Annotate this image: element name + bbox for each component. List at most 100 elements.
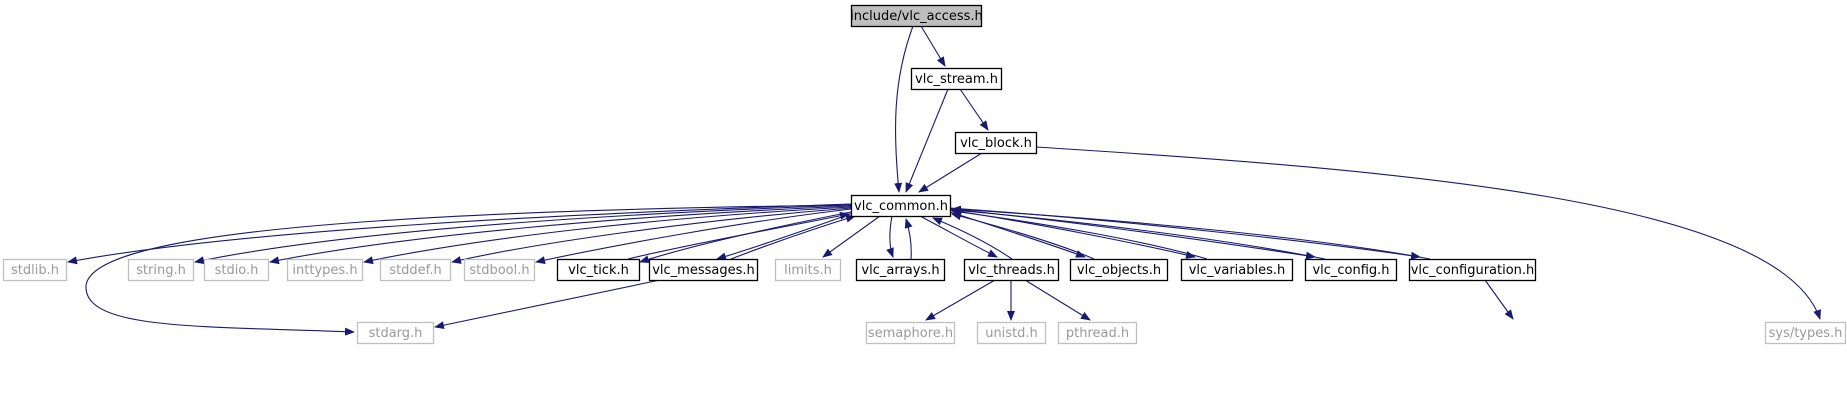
edge-vlc-common-to-vlc-threads (919, 215, 998, 258)
node-vlc-messages[interactable]: vlc_messages.h (648, 258, 759, 282)
edge-vlc-access-to-vlc-common (894, 25, 914, 193)
node-box (954, 131, 1038, 155)
node-box (865, 321, 956, 345)
node-label: inttypes.h (292, 263, 357, 278)
edge-line (363, 206, 852, 265)
edge-vlc-configuration-to-vlc-common (951, 205, 1431, 260)
edge-line (959, 88, 989, 131)
edge-line (269, 205, 852, 265)
node-vlc-common[interactable]: vlc_common.h (850, 194, 952, 218)
node-box (774, 258, 842, 282)
node-box (356, 321, 435, 345)
node-stdio: stdio.h (203, 258, 270, 282)
edge-vlc-common-to-vlc-messages (716, 212, 854, 261)
node-box (1180, 258, 1294, 282)
node-label: stddef.h (389, 263, 441, 278)
edge-line (951, 206, 1326, 260)
node-label: limits.h (784, 263, 832, 278)
edge-line (85, 204, 852, 336)
node-label: vlc_block.h (960, 136, 1032, 151)
node-label: vlc_configuration.h (1411, 263, 1535, 278)
edge-line (886, 215, 894, 258)
node-unistd: unistd.h (976, 321, 1047, 345)
edge-line (434, 279, 661, 330)
node-label: stdbool.h (469, 263, 529, 278)
edge-layer (67, 25, 1821, 336)
node-string: string.h (127, 258, 195, 282)
edge-line (894, 25, 914, 193)
edge-line (932, 217, 1013, 260)
edge-vlc-messages-to-stdarg (434, 279, 661, 330)
edge-line (951, 208, 1208, 260)
node-box (203, 258, 270, 282)
node-vlc-access[interactable]: include/vlc_access.h (850, 4, 983, 28)
edge-vlc-stream-to-vlc-block (959, 88, 989, 131)
edge-vlc-common-to-limits (822, 215, 881, 258)
node-stdbool: stdbool.h (463, 258, 536, 282)
edge-vlc-common-to-stddef (451, 207, 852, 264)
edge-vlc-tick-to-vlc-common (627, 211, 850, 260)
node-box (463, 258, 536, 282)
edge-line (194, 204, 852, 265)
node-label: vlc_threads.h (968, 263, 1055, 278)
node-box (286, 258, 364, 282)
node-vlc-configuration[interactable]: vlc_configuration.h (1408, 258, 1537, 282)
edge-vlc-threads-to-pthread (1024, 279, 1091, 321)
edge-line (951, 212, 1095, 260)
edge-vlc-block-to-sys-types (1035, 146, 1821, 320)
edge-line (822, 215, 881, 258)
node-label: stdio.h (215, 263, 259, 278)
node-label: unistd.h (985, 326, 1038, 341)
node-label: vlc_messages.h (652, 263, 755, 278)
edge-line (451, 207, 852, 264)
node-vlc-arrays[interactable]: vlc_arrays.h (855, 258, 946, 282)
node-box (1764, 321, 1847, 345)
edge-line (1024, 279, 1091, 321)
edge-line (716, 212, 854, 261)
edge-line (1484, 279, 1514, 320)
node-label: vlc_arrays.h (861, 263, 939, 278)
edge-line (919, 215, 998, 258)
edge-line (951, 205, 1431, 260)
node-label: vlc_objects.h (1077, 263, 1161, 278)
edge-vlc-messages-to-vlc-common (730, 214, 856, 260)
node-vlc-config[interactable]: vlc_config.h (1304, 258, 1398, 282)
node-label: sys/types.h (1769, 326, 1843, 341)
node-box (1057, 321, 1138, 345)
edge-line (949, 208, 1316, 260)
edge-line (1035, 146, 1821, 320)
node-vlc-threads[interactable]: vlc_threads.h (963, 258, 1060, 282)
node-stddef: stddef.h (379, 258, 452, 282)
node-label: vlc_tick.h (568, 263, 629, 278)
node-vlc-objects[interactable]: vlc_objects.h (1069, 258, 1169, 282)
node-box (127, 258, 195, 282)
edge-line (918, 152, 983, 193)
edge-line (905, 88, 949, 193)
node-vlc-variables[interactable]: vlc_variables.h (1180, 258, 1294, 282)
node-inttypes: inttypes.h (286, 258, 364, 282)
node-box (2, 258, 68, 282)
node-semaphore: semaphore.h (865, 321, 956, 345)
node-label: pthread.h (1066, 326, 1129, 341)
edge-line (925, 279, 996, 321)
node-box (648, 258, 759, 282)
edge-line (535, 208, 852, 265)
node-vlc-block[interactable]: vlc_block.h (954, 131, 1038, 155)
node-box (556, 258, 641, 282)
node-box (1069, 258, 1169, 282)
node-label: stdlib.h (11, 263, 59, 278)
edge-vlc-access-to-vlc-stream (920, 25, 946, 67)
edge-line (904, 218, 913, 260)
node-vlc-tick[interactable]: vlc_tick.h (556, 258, 641, 282)
edge-vlc-common-to-stdio (269, 205, 852, 265)
node-label: semaphore.h (868, 326, 953, 341)
edge-line (920, 25, 946, 67)
node-vlc-stream[interactable]: vlc_stream.h (910, 67, 1003, 91)
node-label: vlc_common.h (854, 199, 948, 214)
edge-line (949, 207, 1421, 260)
node-layer: include/vlc_access.h vlc_stream.h vlc_bloc… (2, 4, 1847, 345)
node-label: vlc_variables.h (1189, 263, 1286, 278)
edge-vlc-common-to-stdbool (535, 208, 852, 265)
node-label: vlc_stream.h (915, 72, 998, 87)
